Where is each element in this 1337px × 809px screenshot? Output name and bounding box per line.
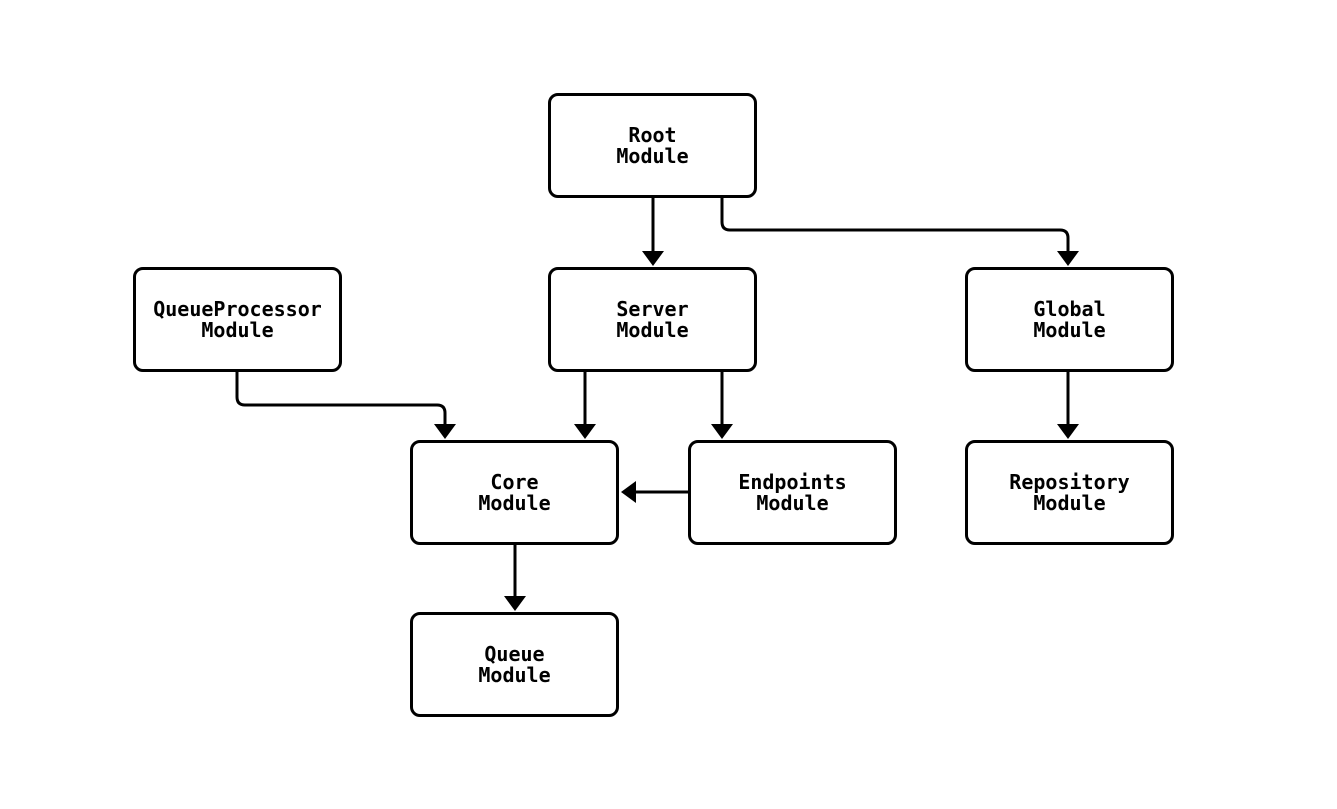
node-queueprocessor-module: QueueProcessor Module xyxy=(133,267,342,372)
node-queue-module: Queue Module xyxy=(410,612,619,717)
node-root-module-label: Root Module xyxy=(616,122,689,168)
edge-global-to-repository xyxy=(1057,372,1079,439)
edge-server-to-core xyxy=(574,372,596,439)
node-root-module: Root Module xyxy=(548,93,757,198)
node-endpoints-module-label: Endpoints Module xyxy=(738,469,847,515)
node-queueprocessor-module-label: QueueProcessor Module xyxy=(153,296,322,342)
node-queue-module-label: Queue Module xyxy=(478,641,551,687)
node-server-module: Server Module xyxy=(548,267,757,372)
edge-root-to-server xyxy=(642,198,664,266)
arrowhead-left-icon xyxy=(621,481,636,503)
edge-server-to-endpoints xyxy=(711,372,733,439)
node-core-module-label: Core Module xyxy=(478,469,551,515)
node-repository-module-label: Repository Module xyxy=(1009,469,1130,515)
edge-root-to-global-line xyxy=(720,198,1070,253)
node-repository-module: Repository Module xyxy=(965,440,1174,545)
arrowhead-down-icon xyxy=(711,424,733,439)
arrowhead-down-icon xyxy=(1057,424,1079,439)
arrowhead-down-icon xyxy=(1057,251,1079,266)
arrowhead-down-icon xyxy=(434,424,456,439)
node-endpoints-module: Endpoints Module xyxy=(688,440,897,545)
edge-core-to-queue xyxy=(504,545,526,611)
edge-queueprocessor-to-core-line xyxy=(235,372,447,426)
node-core-module: Core Module xyxy=(410,440,619,545)
node-global-module-label: Global Module xyxy=(1033,296,1106,342)
edge-queueprocessor-to-core xyxy=(235,372,456,439)
edge-endpoints-to-core xyxy=(621,481,688,503)
arrowhead-down-icon xyxy=(642,251,664,266)
arrowhead-down-icon xyxy=(574,424,596,439)
arrowhead-down-icon xyxy=(504,596,526,611)
node-global-module: Global Module xyxy=(965,267,1174,372)
edge-root-to-global xyxy=(720,198,1079,266)
node-server-module-label: Server Module xyxy=(616,296,689,342)
